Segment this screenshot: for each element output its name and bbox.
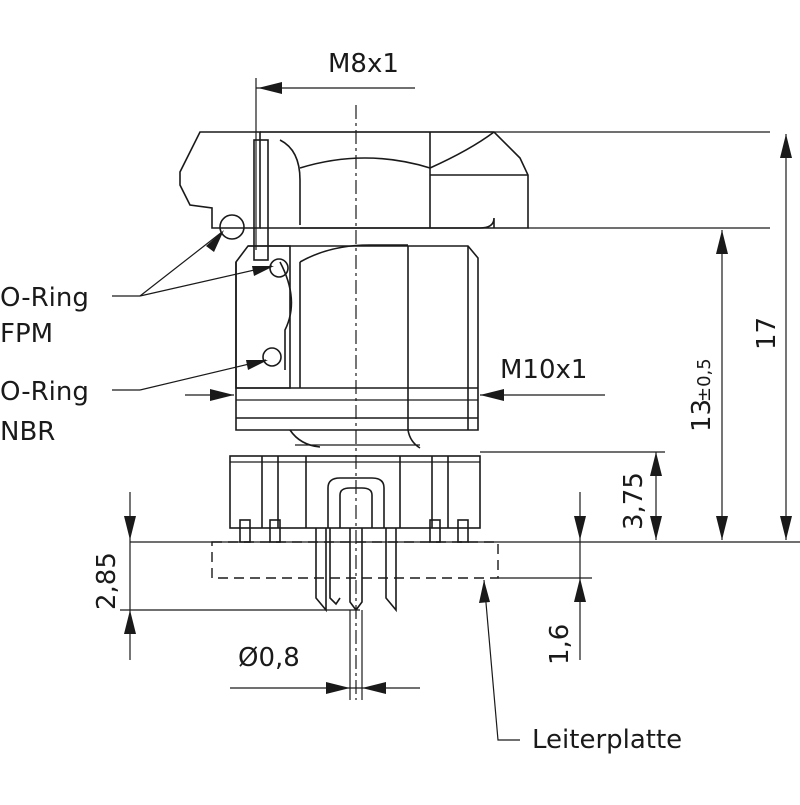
oring-nbr-leader: O-Ring NBR — [0, 359, 268, 447]
dim-m10x1: M10x1 — [185, 355, 605, 401]
oring-nbr-label-line1: O-Ring — [0, 377, 89, 407]
dim-17-label: 17 — [752, 317, 782, 350]
oring-fpm-label-line1: O-Ring — [0, 283, 89, 313]
dim-m8x1: M8x1 — [255, 49, 415, 250]
pcb-label: Leiterplatte — [532, 725, 682, 755]
dim-13-tolerance: ±0,5 — [694, 358, 715, 402]
dim-1-6-label: 1,6 — [545, 624, 575, 665]
dim-13-label: 13 — [687, 399, 717, 432]
pcb-base — [229, 455, 481, 543]
thread-mid-label: M10x1 — [500, 355, 587, 385]
dim-2-85: 2,85 — [92, 492, 360, 660]
oring-fpm-upper — [219, 214, 245, 240]
dim-3-75-label: 3,75 — [619, 472, 649, 530]
pcb-outline — [211, 541, 499, 579]
oring-fpm-leader: O-Ring FPM — [0, 230, 274, 349]
oring-fpm-label-line2: FPM — [0, 319, 53, 349]
dim-3-75: 3,75 — [480, 451, 665, 540]
dim-1-6: 1,6 — [498, 492, 592, 665]
oring-nbr-label-line2: NBR — [0, 417, 55, 447]
oring-fpm-lower — [269, 258, 289, 278]
thread-top-label: M8x1 — [328, 49, 399, 79]
upper-hex-nut — [179, 131, 770, 261]
pin-diameter-label: Ø0,8 — [238, 643, 300, 673]
dim-pin-diameter: Ø0,8 — [230, 610, 420, 700]
lower-hex-body — [235, 244, 479, 449]
dim-2-85-label: 2,85 — [92, 552, 122, 610]
dim-13: 13 ±0,5 — [687, 230, 728, 540]
dim-17: 17 — [752, 134, 792, 540]
oring-nbr — [262, 347, 282, 367]
pcb-leader: Leiterplatte — [479, 579, 682, 755]
